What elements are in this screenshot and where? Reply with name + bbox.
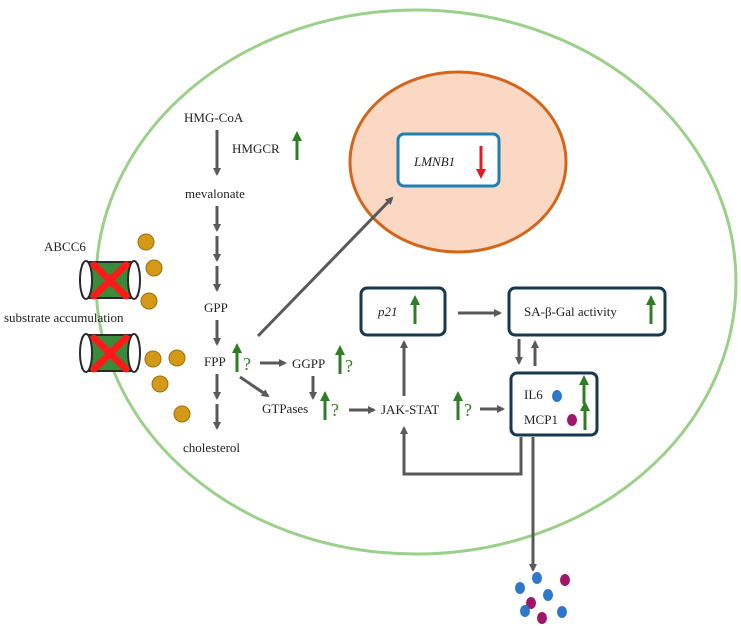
hmg-coa-label: HMG-CoA (184, 110, 244, 125)
lmnb1-label: LMNB1 (413, 154, 455, 169)
ggpp-label: GGPP (292, 356, 325, 371)
gpp-label: GPP (204, 300, 228, 315)
blocked-transporter-icon (79, 333, 141, 373)
substrate-accumulation-label: substrate accumulation (4, 310, 124, 325)
gtpases-label: GTPases (262, 401, 308, 416)
arrow-fpp-gtpases (239, 375, 270, 398)
lmnb1-box (396, 132, 501, 188)
cholesterol-label: cholesterol (183, 440, 240, 455)
fpp-label: FPP (204, 354, 226, 369)
jakstat-question-mark: ? (464, 400, 472, 420)
blocked-transporter-icon (79, 260, 141, 300)
mevalonate-label: mevalonate (185, 186, 245, 201)
substrate-dots-icon (137, 233, 191, 423)
hmgcr-label: HMGCR (232, 141, 280, 156)
secreted-factors-icon (515, 572, 570, 624)
arrow-sasp-feedback-jakstat (400, 426, 523, 476)
arrow-fpp-nucleus (256, 196, 394, 338)
fpp-question-mark: ? (243, 354, 251, 374)
sa-beta-gal-label: SA-β-Gal activity (524, 304, 617, 319)
mcp1-label: MCP1 (524, 412, 558, 427)
sa-beta-gal-box (507, 286, 667, 337)
mcp1-purple-dot-icon (567, 414, 577, 426)
p21-label: p21 (377, 304, 398, 319)
il6-label: IL6 (524, 387, 543, 402)
abcc6-label: ABCC6 (44, 239, 86, 254)
p21-box (359, 286, 447, 337)
il6-blue-dot-icon (552, 390, 562, 402)
gtpases-question-mark: ? (331, 400, 339, 420)
ggpp-question-mark: ? (345, 356, 353, 376)
jak-stat-label: JAK-STAT (381, 402, 439, 417)
